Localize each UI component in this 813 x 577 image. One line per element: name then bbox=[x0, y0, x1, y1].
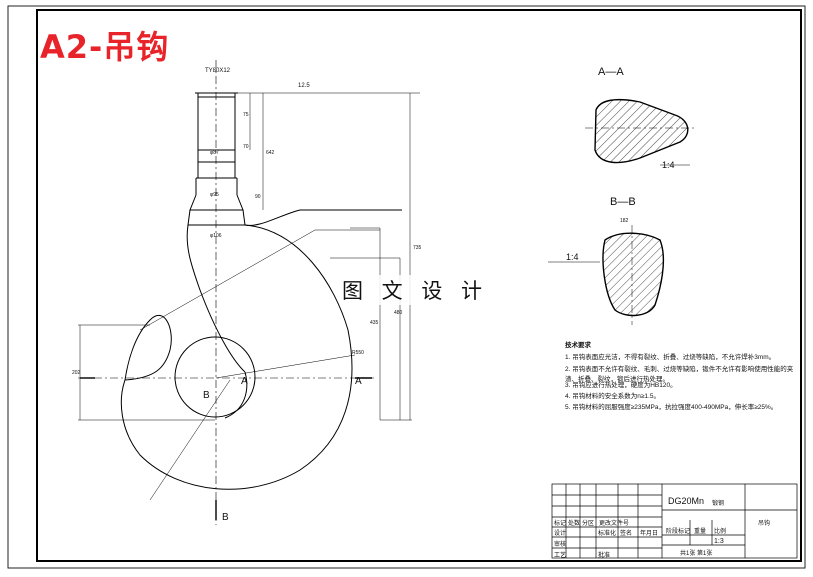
tb-ratio: 比例 bbox=[714, 529, 727, 535]
tb-review: 审核 bbox=[554, 542, 567, 548]
dim-202: 202 bbox=[72, 370, 81, 376]
tb-sheet-info: 共1张 第1张 bbox=[680, 551, 713, 557]
cut-mark-b-center: B bbox=[203, 390, 210, 401]
dim-435: 435 bbox=[370, 320, 379, 326]
dim-87: φ87 bbox=[210, 150, 219, 156]
tb-material-suffix: 锻钢 bbox=[712, 501, 725, 507]
dim-642: 642 bbox=[266, 150, 275, 156]
tb-design: 设计 bbox=[554, 531, 567, 537]
dim-roughness: 12.5 bbox=[298, 83, 310, 89]
dimension-lines bbox=[78, 92, 420, 501]
tb-zone: 分区 bbox=[582, 521, 595, 527]
tb-stage: 阶段标记 bbox=[666, 529, 691, 535]
tb-approve: 批准 bbox=[598, 553, 611, 559]
tb-doc: 更改文件号 bbox=[599, 521, 630, 527]
tb-count: 处数 bbox=[568, 521, 581, 527]
tb-sign: 签名 bbox=[620, 531, 633, 537]
tb-part-name: 吊钩 bbox=[758, 521, 771, 527]
center-lines bbox=[78, 60, 375, 525]
dim-95: φ95 bbox=[210, 192, 219, 198]
note-line-1: 1. 吊钩表面应光洁，不得有裂纹、折叠、过烧等缺陷，不允许焊补3mm。 bbox=[565, 354, 776, 361]
aa-slope-label: 1:4 bbox=[662, 160, 675, 170]
drawing-title: A2-吊钩 bbox=[40, 28, 170, 66]
tb-std: 标准化 bbox=[598, 531, 617, 537]
hook-main-view bbox=[120, 92, 402, 490]
bb-slope-label: 1:4 bbox=[566, 252, 579, 262]
cut-mark-a-right: A bbox=[355, 376, 362, 387]
cut-mark-a-left: A bbox=[241, 376, 248, 387]
notes-heading: 技术要求 bbox=[565, 342, 591, 349]
tb-mark: 标记 bbox=[554, 521, 567, 527]
dim-thread: TY80X12 bbox=[205, 68, 231, 74]
tb-material: DG20Mn bbox=[668, 496, 705, 506]
section-bb-shape bbox=[602, 232, 665, 317]
section-bb-label: B—B bbox=[610, 196, 636, 208]
title-block bbox=[551, 483, 798, 559]
tb-weight: 重量 bbox=[694, 529, 707, 535]
cut-markers bbox=[80, 377, 372, 520]
section-aa-label: A—A bbox=[598, 66, 624, 78]
watermark-text: 图 文 设 计 bbox=[340, 275, 491, 305]
dim-75: 75 bbox=[243, 112, 249, 118]
tb-date: 年月日 bbox=[640, 531, 659, 537]
note-line-3: 3. 吊钩应进行热处理，硬度为HB120。 bbox=[565, 382, 677, 389]
dim-70: 70 bbox=[243, 144, 249, 150]
note-line-4: 4. 吊钩材料的安全系数为n≥1.5。 bbox=[565, 393, 660, 400]
dim-735: 735 bbox=[413, 245, 422, 251]
cut-mark-b-bottom: B bbox=[222, 512, 229, 523]
dim-bb-width: 182 bbox=[620, 218, 629, 224]
note-line-2: 2. 吊钩表面不允许有裂纹、毛刺、过烧等缺陷，锻件不允许有影响使用性能的夹渣、折… bbox=[565, 366, 794, 383]
dim-r550: R550 bbox=[352, 350, 364, 356]
tb-scale: 1:3 bbox=[714, 538, 724, 545]
dim-90: 90 bbox=[255, 194, 261, 200]
note-line-5: 5. 吊钩材料的屈服强度≥235MPa，抗拉强度400-490MPa，伸长率≥2… bbox=[565, 404, 778, 411]
dim-480: 480 bbox=[394, 310, 403, 316]
dim-106: φ106 bbox=[210, 233, 222, 239]
tb-process: 工艺 bbox=[554, 553, 567, 559]
section-aa-shape bbox=[594, 98, 689, 164]
